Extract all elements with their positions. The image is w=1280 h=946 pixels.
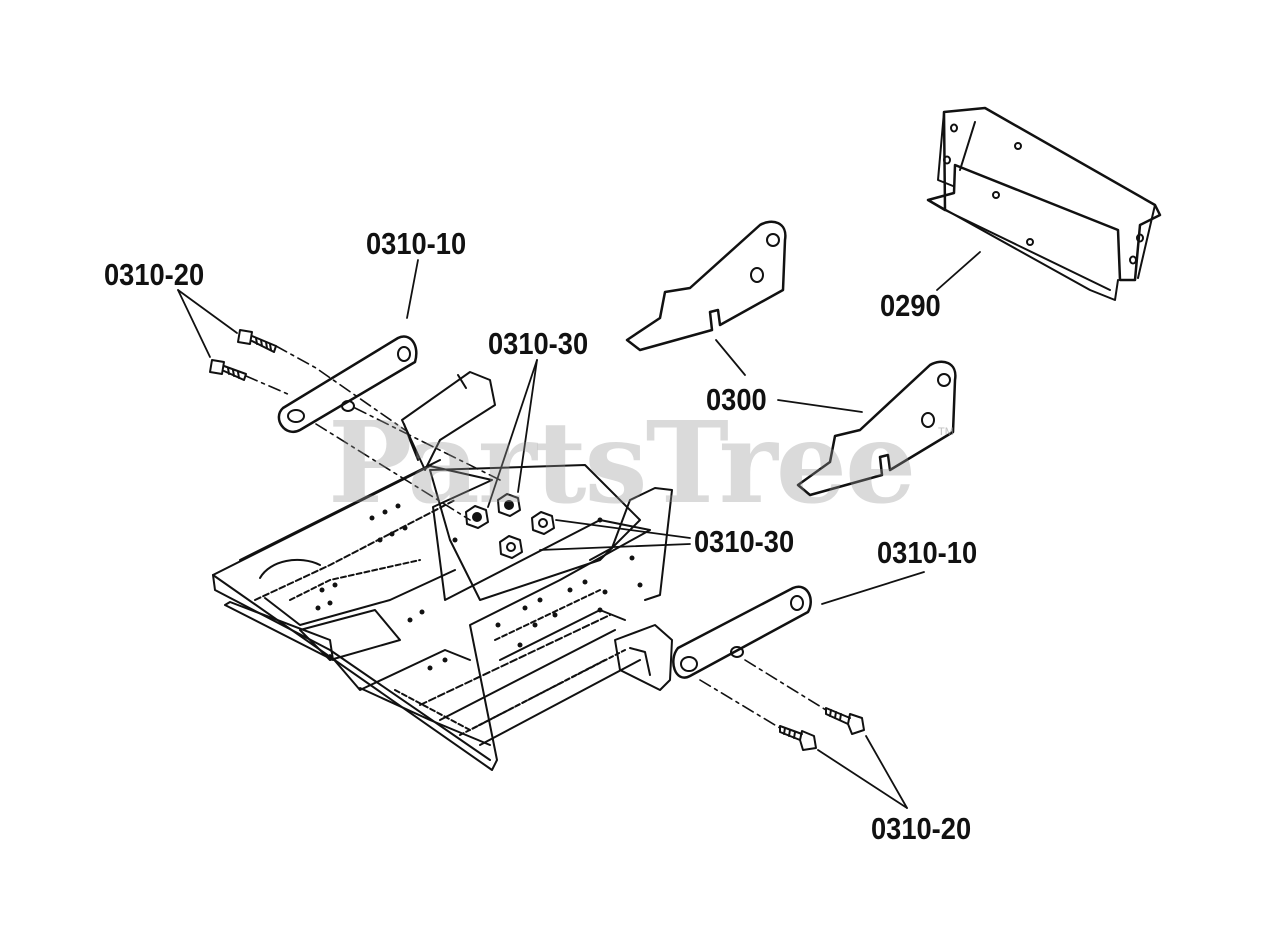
alignment-lines bbox=[245, 345, 827, 729]
callout-0290: 0290 bbox=[880, 288, 941, 323]
nut-2 bbox=[497, 493, 521, 517]
bolt-left-upper bbox=[237, 329, 277, 353]
callout-0310-30-bottom: 0310-30 bbox=[694, 524, 795, 559]
callout-0300: 0300 bbox=[706, 382, 767, 417]
nut-4 bbox=[499, 535, 523, 559]
callout-0310-20-bottom: 0310-20 bbox=[871, 811, 972, 846]
watermark: PartsTree bbox=[328, 398, 916, 529]
leader-lines bbox=[177, 251, 981, 809]
callout-0310-20-top: 0310-20 bbox=[104, 257, 205, 292]
nut-1 bbox=[465, 505, 489, 529]
bolt-left-lower bbox=[209, 359, 247, 381]
watermark-trademark: TM bbox=[938, 426, 954, 438]
part-0290-channel bbox=[926, 106, 1162, 301]
nut-3 bbox=[531, 511, 555, 535]
part-0310-10-left bbox=[277, 335, 418, 434]
part-0300-lower bbox=[796, 360, 957, 497]
part-0300-upper bbox=[625, 220, 787, 352]
part-0310-10-right bbox=[672, 585, 812, 679]
callout-0310-10-top: 0310-10 bbox=[366, 226, 467, 261]
bolt-right-lower bbox=[779, 725, 817, 751]
callout-0310-10-bottom: 0310-10 bbox=[877, 535, 978, 570]
bolt-right-upper bbox=[825, 707, 865, 735]
callout-0310-30-top: 0310-30 bbox=[488, 326, 589, 361]
